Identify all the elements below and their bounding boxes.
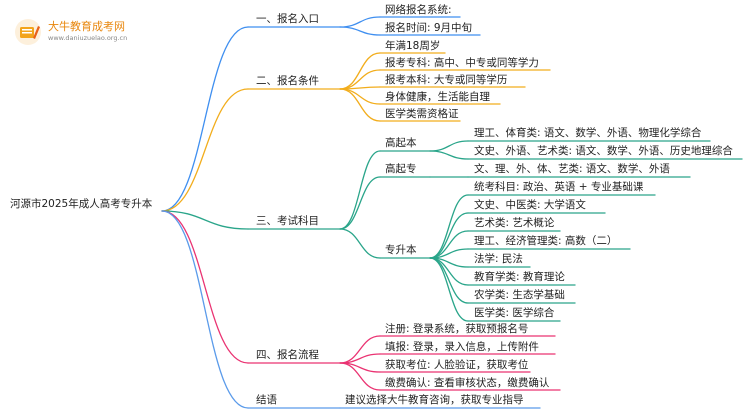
connector-conclusion: [161, 210, 249, 409]
subjects-group-label: 高起本: [385, 137, 417, 149]
entry-item: 报名时间: 9月中旬: [385, 22, 473, 34]
connector-conditions-item: [339, 69, 381, 90]
subjects-item: 统考科目: 政治、英语 + 专业基础课: [474, 181, 644, 193]
subjects-item: 理工、体育类: 语文、数学、外语、物理化学综合: [474, 127, 702, 139]
connector-subjects-item: [429, 140, 469, 152]
subjects-item: 农学类: 生态学基础: [474, 289, 565, 301]
brand-title: 大牛教育成考网: [48, 20, 125, 33]
subjects-item: 教育学类: 教育理论: [474, 271, 565, 283]
connector-conditions-item: [339, 88, 381, 122]
book-pencil-icon: [15, 19, 41, 45]
entry-item: 网络报名系统:: [385, 4, 452, 16]
conditions-item: 身体健康，生活能自理: [385, 91, 490, 103]
subjects-group-label: 专升本: [385, 244, 417, 256]
connector-subjects-group: [339, 176, 381, 230]
subjects-group-label: 高起专: [385, 163, 417, 175]
conditions-item: 报考专科: 高中、中专或同等学力: [385, 57, 539, 69]
branch-conclusion-label: 结语: [256, 394, 277, 406]
subjects-item: 文、理、外、体、艺类: 语文、数学、外语: [474, 163, 670, 175]
connector-subjects-group: [339, 228, 381, 259]
connector-subjects-group: [339, 150, 381, 230]
connector-process-item: [339, 362, 381, 391]
process-item: 缴费确认: 查看审核状态，缴费确认: [385, 377, 550, 389]
subjects-item: 文史、中医类: 大学语文: [474, 199, 586, 211]
connector-process: [161, 210, 249, 364]
connector-subjects-item: [429, 257, 469, 322]
connector-entry-item: [339, 26, 381, 36]
connector-subjects-item: [429, 212, 469, 259]
subjects-item: 艺术类: 艺术概论: [474, 217, 555, 229]
subjects-item: 理工、经济管理类: 高数（二）: [474, 235, 618, 247]
connector-subjects-item: [429, 150, 469, 160]
subjects-item: 医学类: 医学综合: [474, 307, 555, 319]
branch-subjects-label: 三、考试科目: [256, 215, 319, 227]
branch-process-label: 四、报名流程: [256, 349, 319, 361]
brand-url: www.daniuzuelao.org.cn: [48, 34, 128, 42]
connector-entry: [161, 26, 249, 212]
connector-conditions: [161, 88, 249, 212]
connector-subjects-item: [429, 257, 469, 304]
connector-subjects-item: [429, 194, 469, 259]
process-item: 注册: 登录系统，获取预报名号: [385, 323, 529, 335]
branch-conditions-label: 二、报名条件: [256, 75, 319, 87]
subjects-item: 法学: 民法: [474, 253, 523, 265]
process-item: 填报: 登录，录入信息，上传附件: [385, 341, 539, 353]
conclusion-item: 建议选择大牛教育咨询，获取专业指导: [345, 394, 524, 406]
connector-conditions-item: [339, 88, 381, 105]
brand-logo: 大牛教育成考网 www.daniuzuelao.org.cn: [14, 16, 164, 48]
connector-subjects: [161, 210, 249, 230]
connector-entry-item: [339, 16, 381, 28]
subjects-item: 文史、外语、艺术类: 语文、数学、外语、历史地理综合: [474, 145, 733, 157]
root-topic: 河源市2025年成人高考专升本: [10, 198, 153, 210]
conditions-item: 报考本科: 大专或同等学历: [385, 74, 508, 86]
process-item: 获取考位: 人脸验证，获取考位: [385, 359, 529, 371]
branch-entry-label: 一、报名入口: [256, 13, 319, 25]
conditions-item: 医学类需资格证: [385, 108, 459, 120]
conditions-item: 年满18周岁: [385, 40, 441, 52]
